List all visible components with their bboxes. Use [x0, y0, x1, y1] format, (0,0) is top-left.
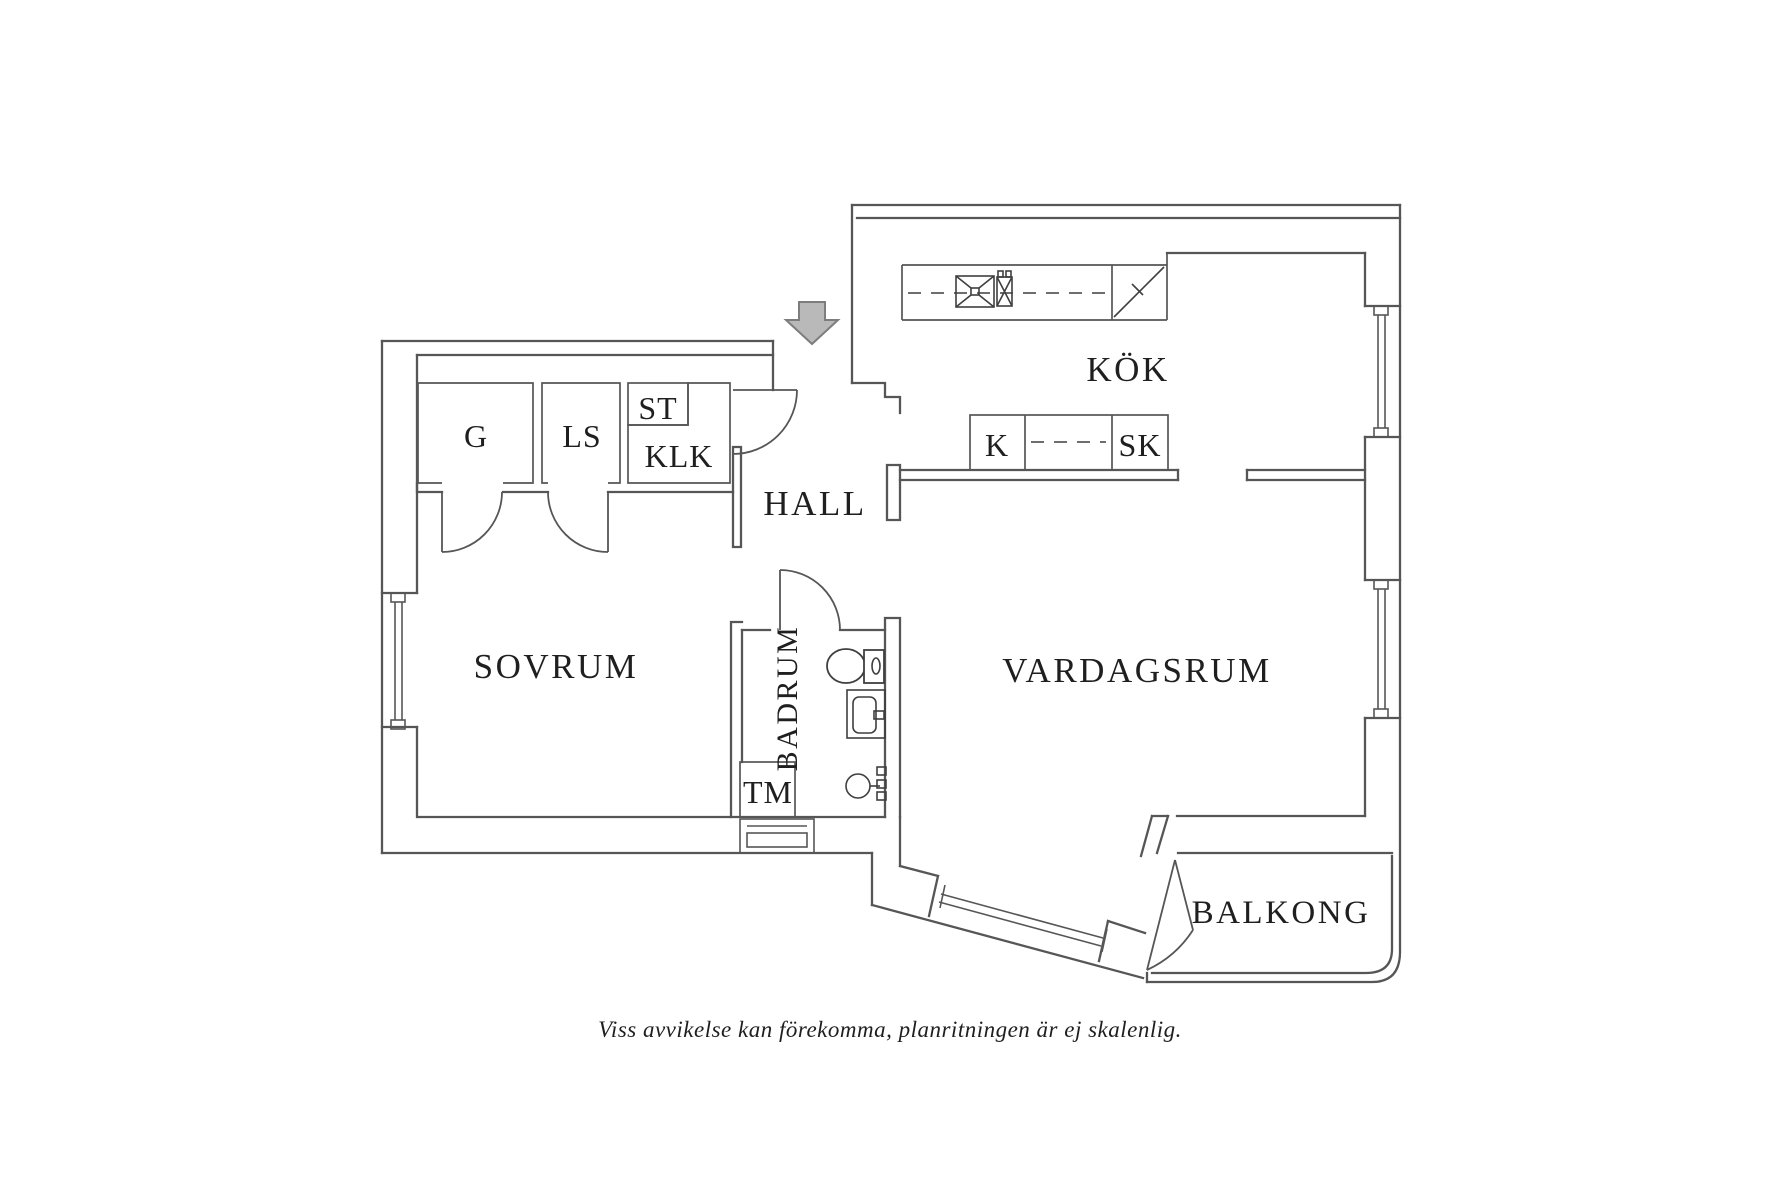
- faucet-icon: [996, 270, 1013, 307]
- bedroom-window: [380, 591, 419, 730]
- closet-label-st: ST: [638, 390, 677, 426]
- exterior-walls: [380, 203, 1402, 984]
- entry-arrow-icon: [783, 301, 841, 346]
- bathroom-fixtures: [739, 648, 887, 818]
- closet-klk-outline: [627, 382, 731, 484]
- closet-g-door: [441, 491, 503, 553]
- washing-machine-outline: [739, 761, 796, 818]
- room-label-living-room: VARDAGSRUM: [1002, 651, 1271, 690]
- closet-g-outline: [417, 382, 534, 484]
- closet-label-g: G: [464, 418, 488, 454]
- disclaimer-caption: Viss avvikelse kan förekomma, planritnin…: [598, 1017, 1182, 1042]
- kitchen-counter: [901, 253, 1168, 321]
- room-label-kitchen: KÖK: [1086, 350, 1169, 389]
- dishwasher-icon: [1113, 266, 1165, 318]
- closet-label-klk: KLK: [645, 438, 714, 474]
- room-label-balcony: BALKONG: [1192, 895, 1371, 931]
- doors: [441, 389, 1194, 971]
- living-room-window-angled: [927, 874, 1110, 963]
- windows: [380, 304, 1402, 963]
- fridge-cabinet-row: [969, 414, 1169, 471]
- kitchen-window: [1363, 304, 1402, 439]
- bathroom-door: [779, 569, 841, 631]
- sink-icon: [955, 275, 995, 308]
- shower-mixer-icon: [845, 766, 887, 801]
- living-room-window-right: [1363, 578, 1402, 720]
- closets: [417, 382, 731, 484]
- fixture-labels: K SK TM: [743, 427, 1162, 810]
- washbasin-icon: [846, 689, 886, 739]
- fixture-label-washing-machine: TM: [743, 774, 793, 810]
- balcony-door: [1146, 859, 1194, 971]
- entry-door: [732, 389, 798, 455]
- toilet-icon: [826, 648, 885, 684]
- closet-labels: G LS ST KLK: [464, 390, 714, 474]
- closet-ls-outline: [541, 382, 621, 484]
- room-label-hall: HALL: [763, 484, 866, 523]
- closet-label-ls: LS: [562, 418, 601, 454]
- bathroom-vent-window: [739, 818, 815, 854]
- room-labels: KÖK HALL SOVRUM VARDAGSRUM BADRUM BALKON…: [474, 350, 1371, 931]
- closet-ls-door: [547, 491, 609, 553]
- room-label-bathroom: BADRUM: [771, 625, 804, 772]
- room-label-bedroom: SOVRUM: [474, 647, 639, 686]
- fixture-label-fridge: K: [985, 427, 1009, 463]
- fixture-label-cabinet: SK: [1119, 427, 1162, 463]
